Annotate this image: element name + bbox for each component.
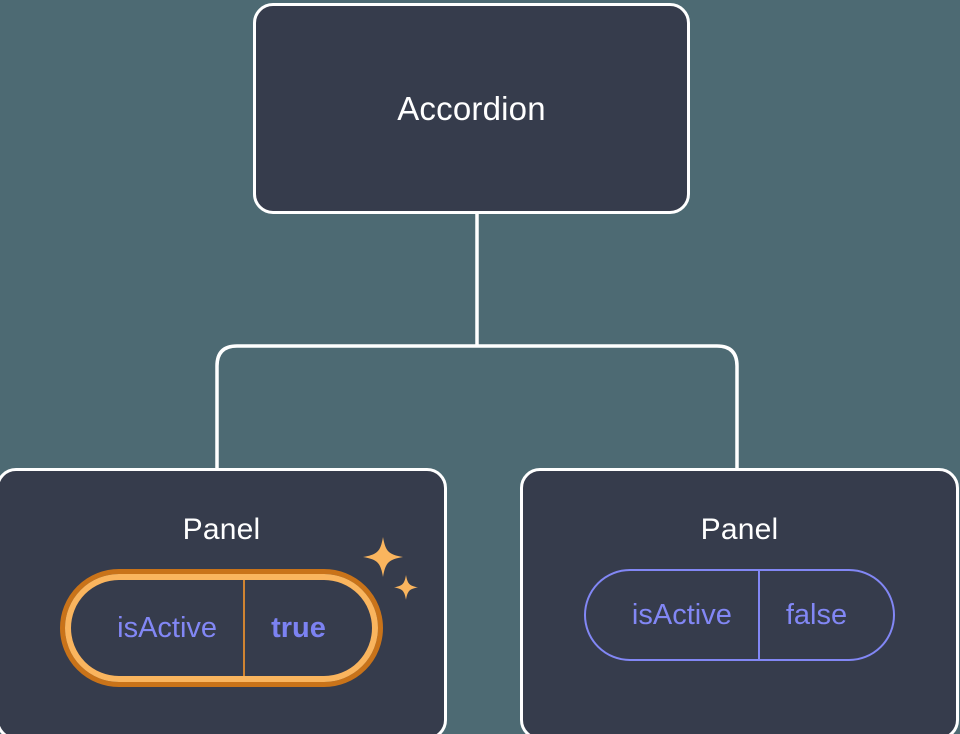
sparkle-small-icon <box>393 575 418 600</box>
prop-value: false <box>785 598 848 631</box>
node-title: Panel <box>700 513 779 546</box>
node-accordion[interactable]: Accordion <box>253 3 690 214</box>
node-panel-inactive[interactable]: Panel isActive false <box>520 468 959 734</box>
edge-branch-bar <box>215 344 739 468</box>
prop-pill-isactive-true[interactable]: isActive true <box>65 574 378 682</box>
prop-key: isActive <box>71 580 246 676</box>
prop-pill-isactive-false[interactable]: isActive false <box>583 569 896 661</box>
prop-key: isActive <box>586 571 760 659</box>
prop-pill-wrapper: isActive true <box>60 537 418 687</box>
prop-value: true <box>271 611 326 644</box>
node-panel-active[interactable]: Panel isActive true <box>0 468 447 734</box>
node-title: Panel <box>182 513 261 546</box>
prop-pill-highlight-ring: isActive true <box>60 569 383 687</box>
sparkle-large-icon <box>362 537 403 577</box>
node-title: Accordion <box>397 90 546 127</box>
prop-pill-wrapper: isActive false <box>583 569 896 661</box>
